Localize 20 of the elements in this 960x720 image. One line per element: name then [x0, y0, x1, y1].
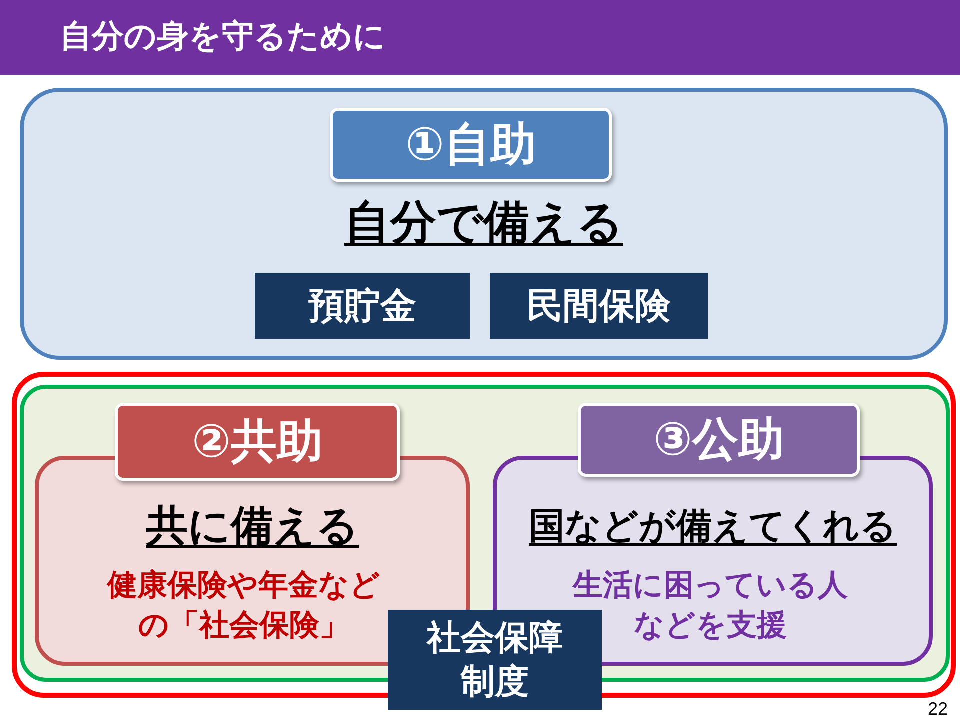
example-box — [255, 273, 470, 339]
page-number: 22 — [928, 699, 948, 720]
panel-heading: 国などが備えてくれる — [528, 505, 898, 549]
example-text: 民間保険 — [527, 284, 671, 328]
example-text: 預貯金 — [308, 284, 416, 328]
badge-title: ③公助 — [654, 411, 784, 468]
panel-description: 健康保険や年金などの「社会保険」 — [106, 567, 382, 645]
badge-title: ②共助 — [192, 413, 323, 470]
category-badge — [578, 403, 860, 477]
example-box — [490, 273, 708, 339]
panel-heading: 自分で備える — [344, 194, 624, 251]
panel-description: 生活に困っている人などを支援 — [571, 567, 849, 645]
overlay-box — [388, 610, 602, 710]
slide-title: 自分の身を守るために — [60, 16, 386, 57]
category-badge — [330, 108, 612, 182]
category-badge — [115, 403, 400, 481]
badge-title: ①自助 — [406, 116, 536, 173]
category-panel — [20, 88, 948, 360]
panel-heading: 共に備える — [145, 500, 360, 552]
overlay-text: 社会保障制度 — [425, 617, 564, 704]
